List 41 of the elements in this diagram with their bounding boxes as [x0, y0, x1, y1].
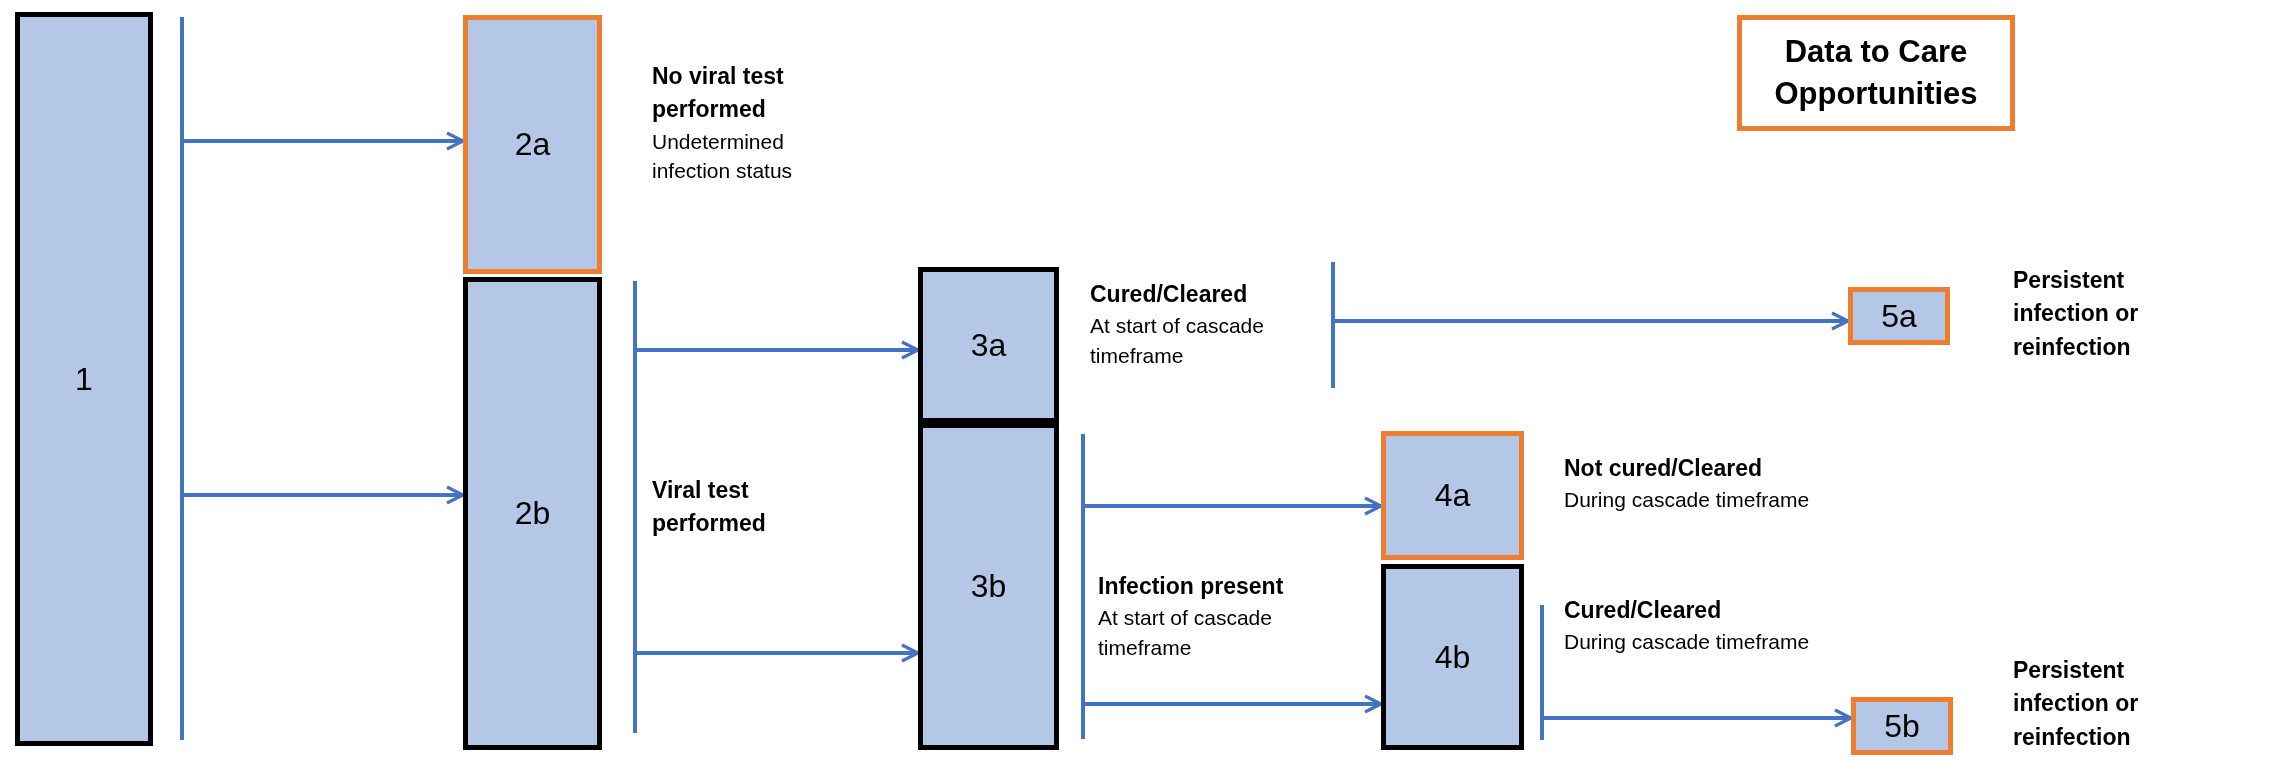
stage-description: At start of cascade timeframe [1098, 605, 1273, 661]
stage-label: 5a [1881, 297, 1917, 335]
arrow [182, 131, 465, 151]
stage-heading: Cured/Cleared [1564, 596, 1723, 625]
arrow [1542, 708, 1853, 728]
stage-heading: Persistent infection or reinfection [2013, 656, 2140, 752]
legend-box [1737, 15, 2015, 131]
stage-bar [1381, 564, 1524, 750]
arrow [182, 485, 465, 505]
stage-label: 4a [1434, 477, 1471, 514]
stage-description: During cascade timeframe [1564, 629, 1811, 656]
arrow [1333, 311, 1850, 331]
stage-heading: Not cured/Cleared [1564, 454, 1764, 483]
stage-label: 5b [1884, 707, 1920, 745]
stage-bar [1851, 697, 1953, 755]
stage-label: 2b [514, 495, 551, 532]
stage-bar [1848, 287, 1950, 345]
stage-description: Undetermined infection status [652, 128, 794, 185]
stage-label: 4b [1434, 638, 1471, 676]
arrow [1083, 694, 1383, 714]
stage-bar [463, 15, 602, 274]
arrow [1083, 496, 1383, 516]
stage-label: 2a [514, 126, 551, 163]
stage-heading: Viral test performed [652, 476, 767, 539]
stage-bar [15, 12, 153, 746]
stage-heading: No viral test performed [652, 62, 785, 125]
stage-bar [918, 423, 1059, 750]
stage-description: During cascade timeframe [1564, 487, 1811, 514]
stage-bar [1381, 431, 1524, 560]
stage-bar [918, 267, 1059, 423]
stage-label: 1 [75, 360, 93, 398]
stage-label: 3a [970, 326, 1007, 364]
stage-heading: Infection present [1098, 572, 1285, 601]
arrow [635, 643, 920, 663]
stage-label: 3b [970, 568, 1007, 605]
legend-text: Data to Care Opportunities [1773, 33, 1979, 113]
stage-heading: Persistent infection or reinfection [2013, 266, 2140, 362]
stage-heading: Cured/Cleared [1090, 280, 1249, 309]
arrow [635, 340, 920, 360]
stage-description: At start of cascade timeframe [1090, 313, 1265, 369]
stage-bar [463, 277, 602, 750]
